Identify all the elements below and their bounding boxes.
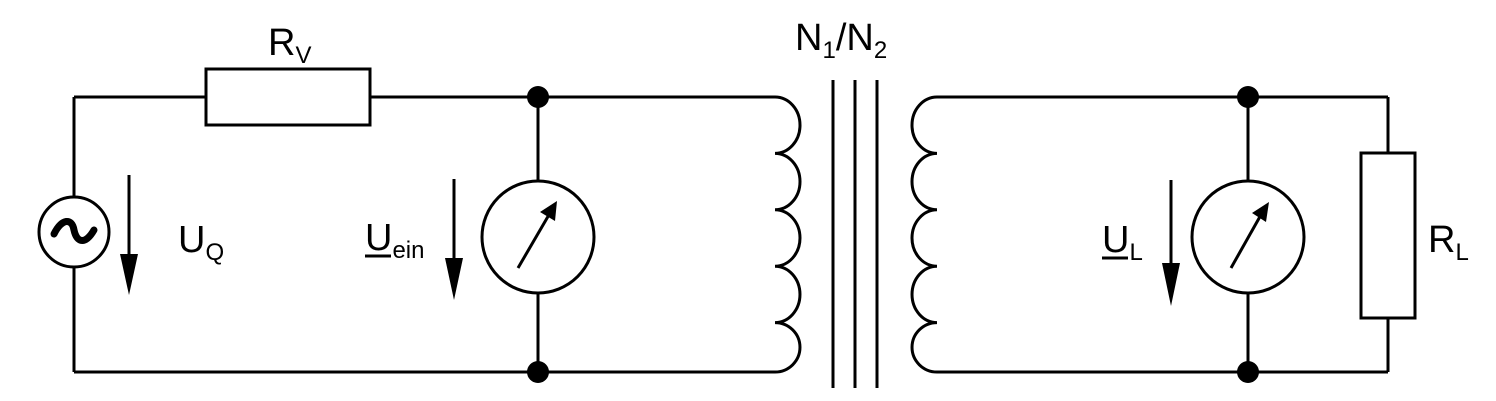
- voltmeter-input: [480, 179, 596, 295]
- primary-wiring: [72, 95, 775, 374]
- arrow-down-icon: [1162, 263, 1180, 306]
- label-turns-ratio: N1/N2: [795, 17, 887, 64]
- voltmeter-load: [1190, 179, 1306, 295]
- source-circle: [37, 195, 111, 269]
- ac-source: [37, 195, 111, 269]
- transformer-core: [831, 80, 879, 388]
- junction-node: [527, 86, 549, 108]
- primary-coil: [774, 95, 802, 374]
- label-load-voltage: UL: [1102, 219, 1143, 266]
- meter-circle-load: [1190, 179, 1306, 295]
- load-resistor: [1359, 151, 1417, 320]
- label-load-resistor: RL: [1428, 219, 1469, 266]
- series-resistor: [204, 67, 372, 127]
- arrow-down-icon: [120, 254, 138, 295]
- tilde-ac-source-icon: [50, 218, 98, 244]
- junction-node: [527, 361, 549, 383]
- voltmeter-needle-icon: [516, 212, 552, 269]
- voltmeter-needle-icon: [1229, 212, 1264, 269]
- needle-arrowhead-icon: [1252, 202, 1269, 222]
- secondary-wiring: [937, 95, 1390, 374]
- voltage-arrow-input: [445, 179, 463, 300]
- meter-circle-input: [480, 179, 596, 295]
- junction-node: [1237, 361, 1259, 383]
- arrow-down-icon: [445, 258, 463, 300]
- secondary-coil: [910, 95, 938, 374]
- label-input-voltage: Uein: [365, 217, 424, 264]
- needle-arrowhead-icon: [540, 201, 557, 221]
- voltage-arrow-load: [1162, 180, 1180, 306]
- voltage-arrow-source: [120, 175, 138, 295]
- junction-node: [1237, 86, 1259, 108]
- label-series-resistor: RV: [268, 22, 311, 69]
- junction-nodes: [527, 86, 1259, 383]
- label-source-voltage: UQ: [178, 219, 224, 266]
